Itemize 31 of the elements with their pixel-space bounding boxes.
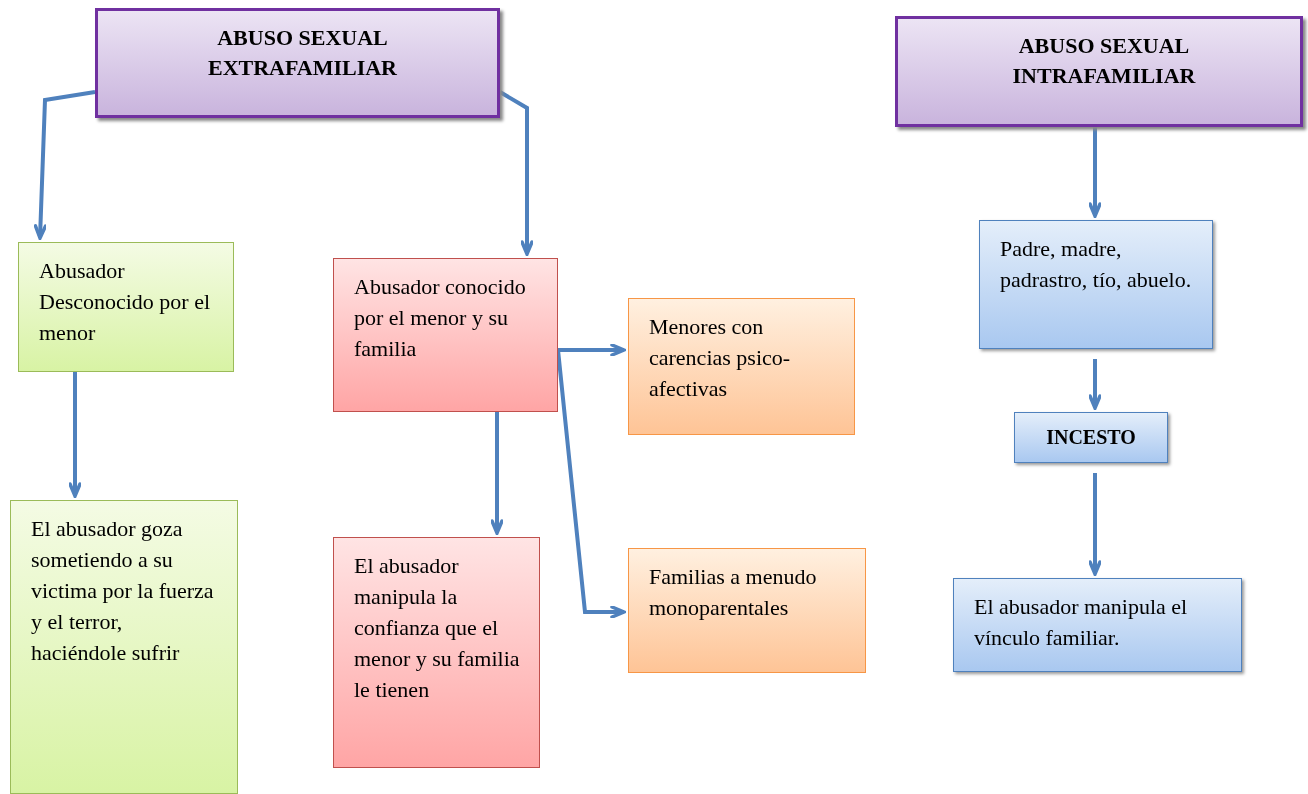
- process-box: [18, 242, 234, 372]
- heading-text: ABUSO SEXUAL INTRAFAMILIAR: [1011, 32, 1197, 90]
- process-box: [628, 298, 855, 435]
- process-box: [333, 258, 558, 412]
- box-text: Menores con carencias psico-afectivas: [649, 313, 792, 403]
- box-text: El abusador goza sometiendo a su victima por la fuerza y el terror, haciéndole sufrir: [31, 515, 215, 667]
- arrow: [1088, 359, 1102, 410]
- heading-text: INCESTO: [1045, 425, 1137, 450]
- heading-text: ABUSO SEXUAL EXTRAFAMILIAR: [206, 24, 398, 82]
- arrow: [1088, 127, 1102, 218]
- process-box: [953, 578, 1242, 672]
- arrow: [498, 90, 534, 256]
- arrow: [33, 90, 96, 240]
- heading-box: [1014, 412, 1168, 463]
- arrow: [556, 349, 626, 619]
- arrow: [490, 412, 504, 535]
- process-box: [333, 537, 540, 768]
- arrow: [68, 372, 82, 498]
- box-text: Padre, madre, padrastro, tío, abuelo.: [1000, 235, 1193, 294]
- box-text: Abusador Desconocido por el menor: [39, 257, 212, 347]
- box-text: Familias a menudo monoparentales: [649, 563, 818, 622]
- arrow: [558, 343, 626, 357]
- heading-box: [895, 16, 1303, 127]
- process-box: [979, 220, 1213, 349]
- box-text: El abusador manipula el vínculo familiar.: [974, 593, 1189, 652]
- arrow: [1088, 473, 1102, 576]
- heading-box: [95, 8, 500, 118]
- process-box: [10, 500, 238, 794]
- process-box: [628, 548, 866, 673]
- box-text: Abusador conocido por el menor y su familia: [354, 273, 527, 363]
- box-text: El abusador manipula la confianza que el menor y su familia le tienen: [354, 552, 521, 704]
